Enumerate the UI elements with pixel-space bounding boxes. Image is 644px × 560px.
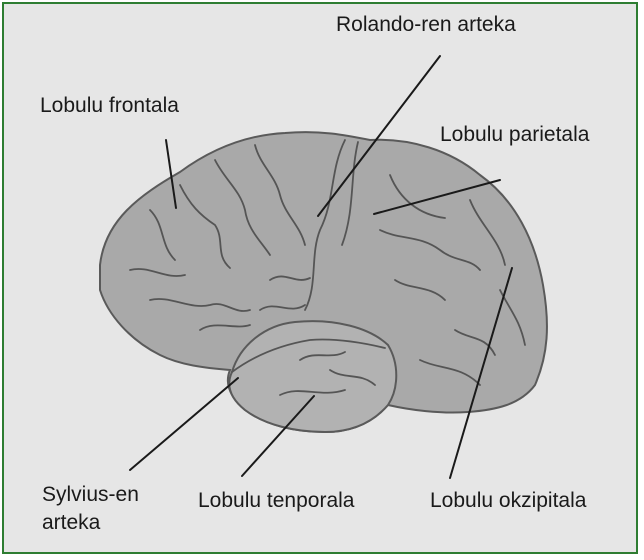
label-frontal-lobe: Lobulu frontala — [40, 93, 179, 119]
label-occipital-lobe: Lobulu okzipitala — [430, 488, 586, 514]
label-temporal-lobe: Lobulu tenporala — [198, 488, 354, 514]
label-sylvius-line1: Sylvius-en — [42, 482, 139, 508]
label-sylvius-line2: arteka — [42, 510, 100, 536]
leader-sylvius — [130, 378, 238, 470]
temporal-lobe — [229, 321, 396, 432]
label-rolando-fissure: Rolando-ren arteka — [336, 12, 516, 38]
label-parietal-lobe: Lobulu parietala — [440, 122, 589, 148]
